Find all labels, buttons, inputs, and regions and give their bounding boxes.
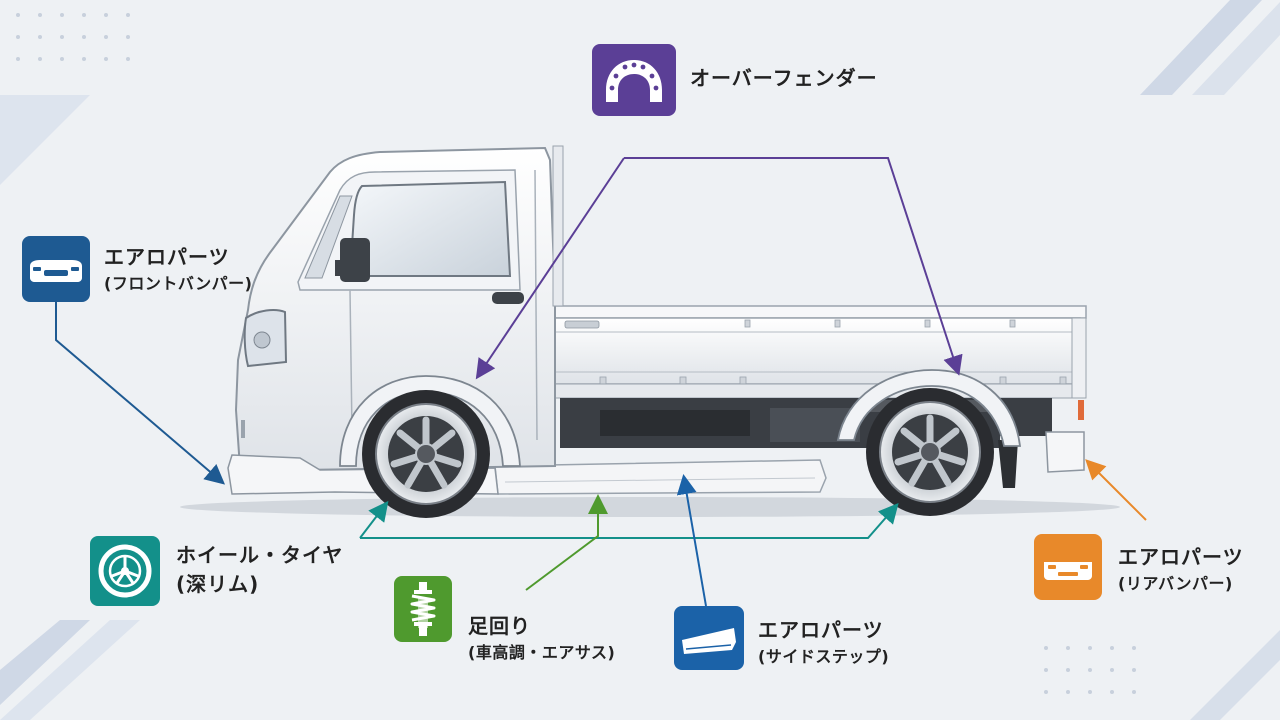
rear-fender-part (836, 369, 1022, 447)
rear-bumper-icon (1034, 534, 1102, 600)
suspension-callout: 足回り (車高調・エアサス) (468, 612, 615, 664)
rear-wheel (866, 388, 994, 516)
side-step-icon (674, 606, 744, 670)
rear-bumper-leader (1085, 459, 1147, 521)
suspension-leader (525, 494, 608, 591)
front-wheel (362, 390, 490, 518)
fender-callout: オーバーフェンダー (690, 64, 878, 93)
fender-icon (592, 44, 676, 116)
rear-bumper-sub: (リアバンパー) (1118, 574, 1233, 593)
rear-bumper-part (1045, 431, 1085, 473)
fender-title: オーバーフェンダー (690, 66, 878, 90)
leader-lines (55, 157, 1147, 607)
wheel-leader-front (359, 500, 389, 539)
rear-bumper-title: エアロパーツ (1118, 545, 1244, 569)
side-step-callout: エアロパーツ (サイドステップ) (758, 616, 889, 668)
rear-bumper-callout: エアロパーツ (リアバンパー) (1118, 543, 1244, 595)
side-step-sub: (サイドステップ) (758, 647, 890, 666)
suspension-title: 足回り (468, 614, 531, 638)
shock-absorber-icon (394, 576, 452, 642)
side-step-title: エアロパーツ (758, 618, 884, 642)
front-bumper-sub: (フロントバンパー) (104, 274, 253, 293)
front-bumper-title: エアロパーツ (104, 245, 230, 269)
fender-leader-front (475, 157, 625, 380)
wheel-callout: ホイール・タイヤ (深リム) (176, 541, 343, 599)
suspension-sub: (車高調・エアサス) (468, 643, 616, 662)
front-bumper-icon (22, 236, 90, 302)
fender-leader-rear (624, 157, 963, 376)
side-step-leader (676, 474, 707, 607)
front-fender-part (339, 375, 521, 467)
wheel-sub: (深リム) (176, 572, 260, 596)
wheel-title: ホイール・タイヤ (176, 543, 344, 567)
front-bumper-leader (55, 300, 226, 485)
wheel-leader-rear (360, 502, 899, 539)
wheel-icon (90, 536, 160, 606)
front-bumper-callout: エアロパーツ (フロントバンパー) (104, 243, 252, 295)
